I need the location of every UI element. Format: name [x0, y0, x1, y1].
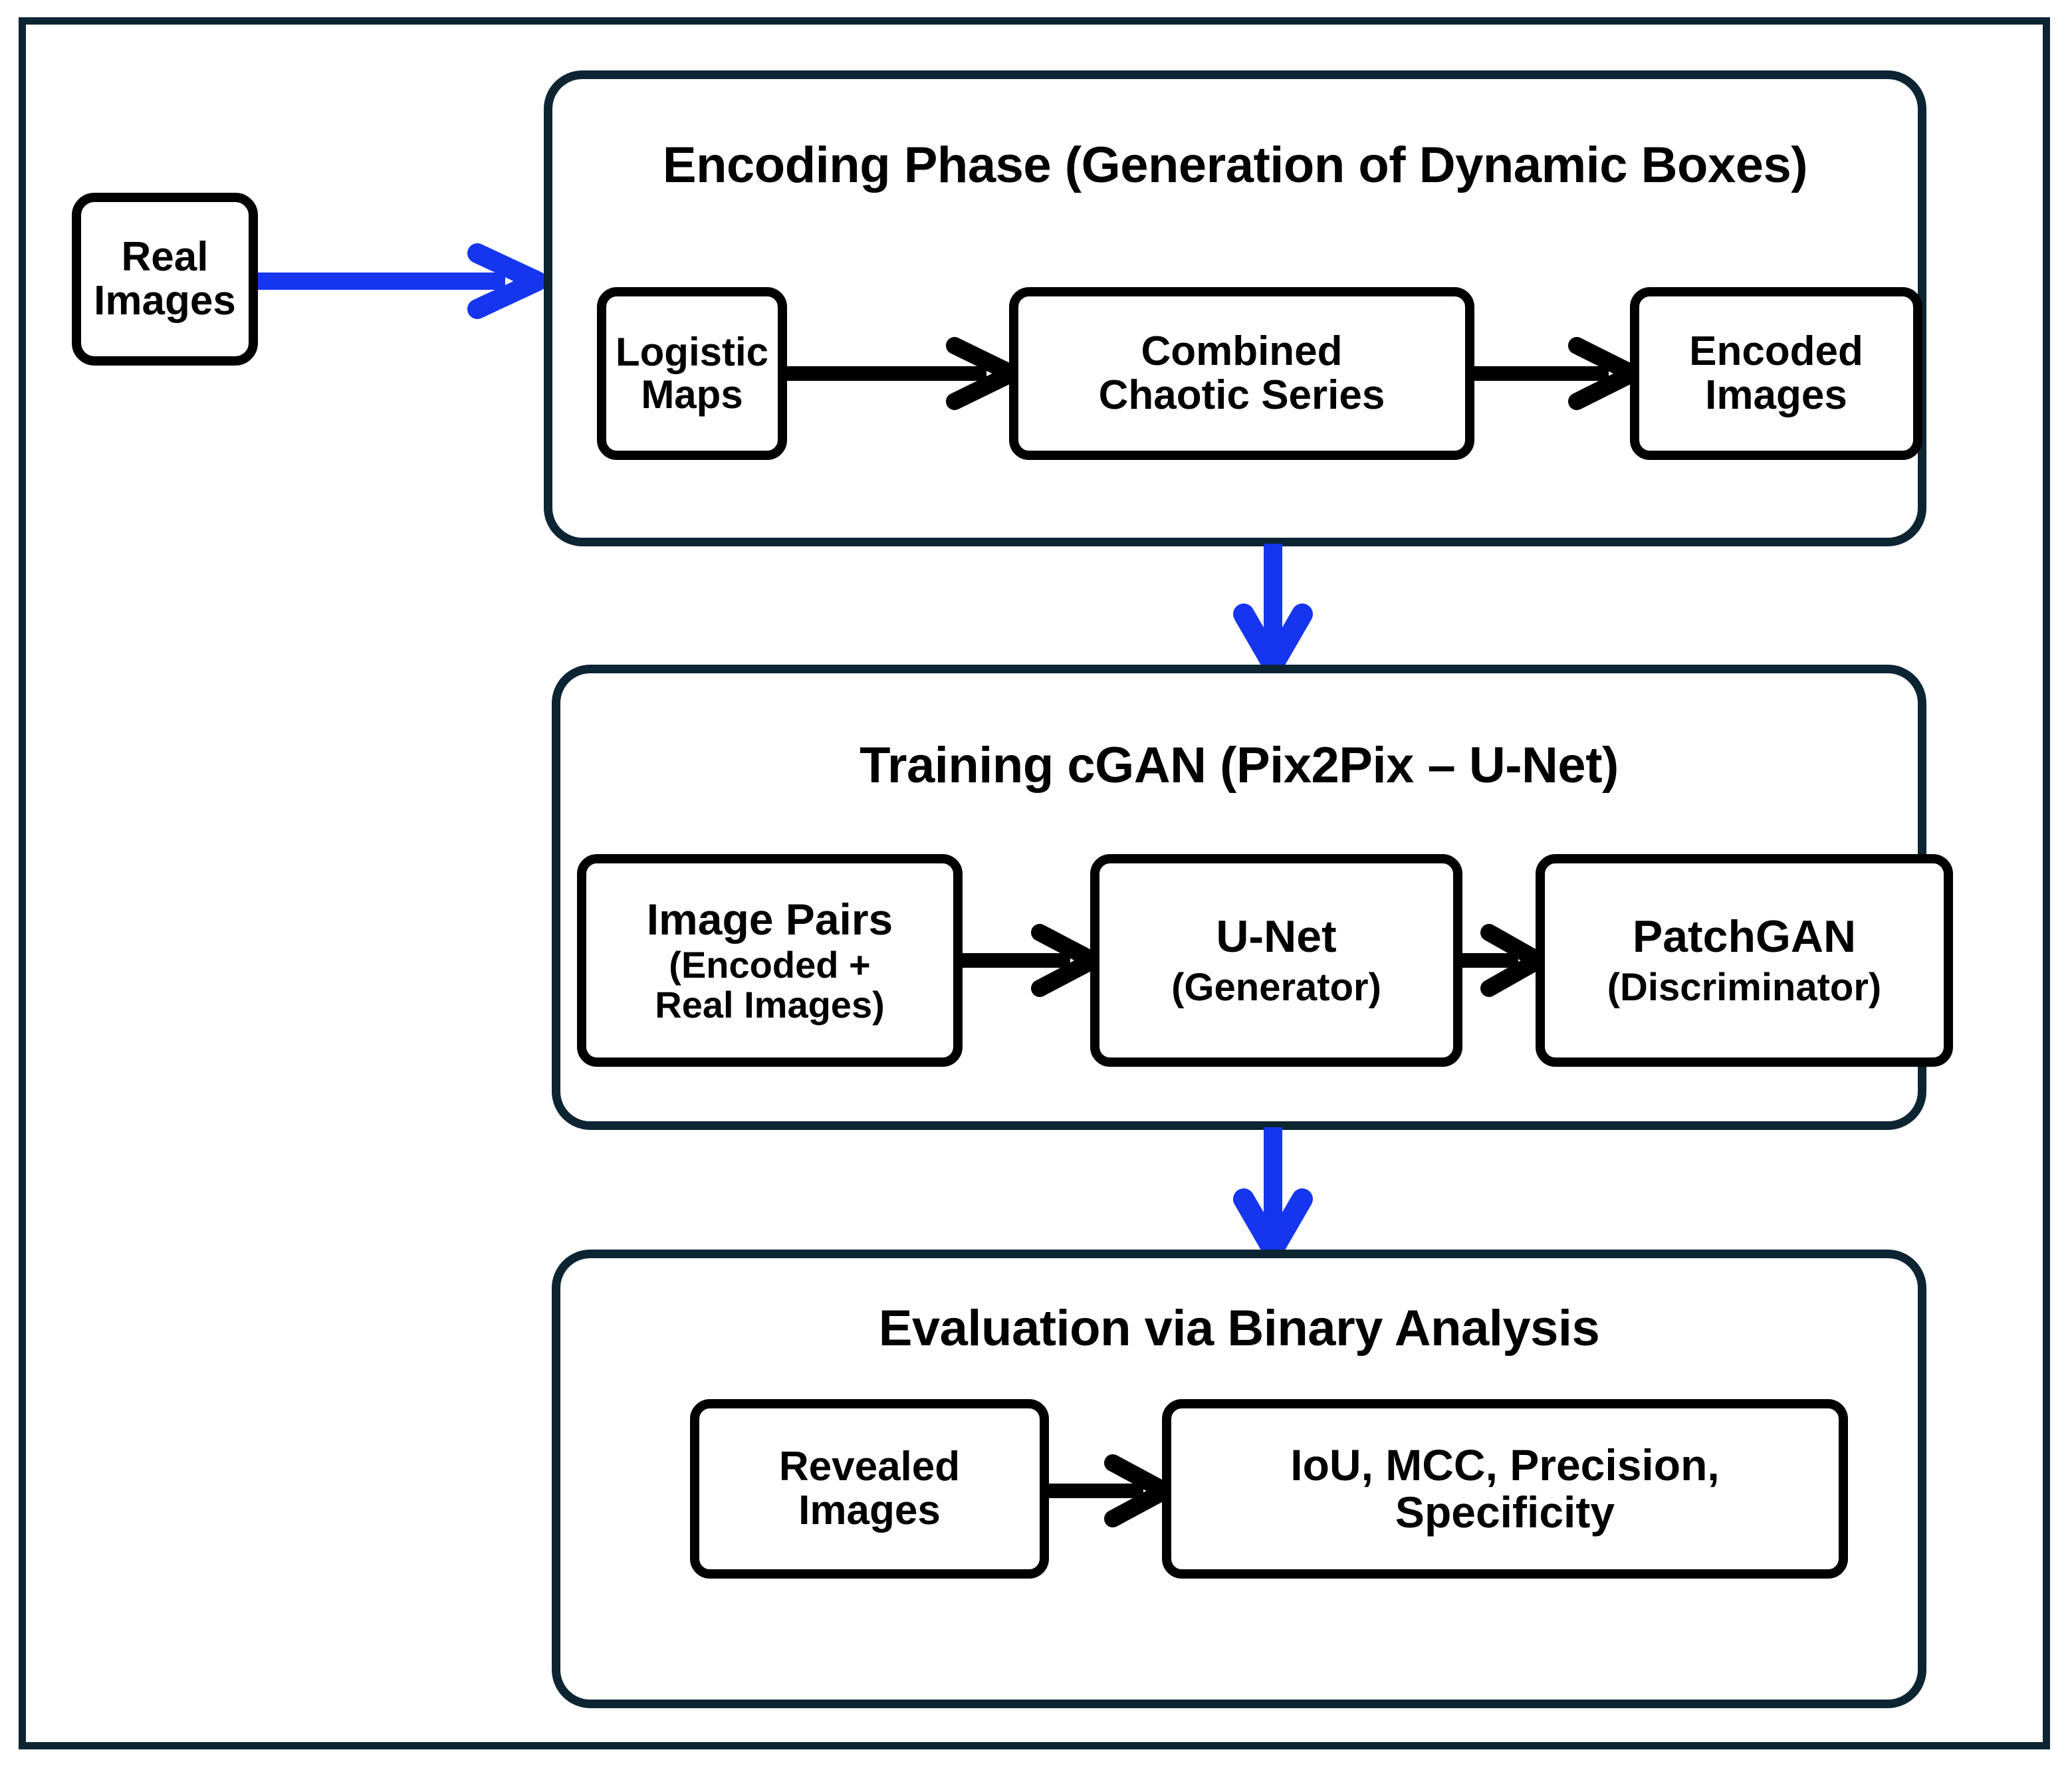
node-revealed-images[interactable]: Revealed Images [690, 1399, 1049, 1579]
node-logistic-maps[interactable]: Logistic Maps [597, 287, 787, 460]
arrow-real-images-to-encoding [258, 243, 547, 319]
node-logistic-maps-line2: Maps [641, 372, 743, 417]
stage-evaluation-title: Evaluation via Binary Analysis [878, 1300, 1600, 1357]
node-unet-generator[interactable]: U-Net (Generator) [1090, 854, 1462, 1067]
node-real-images-line2: Images [94, 278, 236, 324]
node-image-pairs-line1: Image Pairs [646, 894, 893, 944]
node-revealed-images-line2: Images [798, 1488, 941, 1533]
node-encoded-images-line2: Images [1705, 372, 1847, 418]
node-logistic-maps-line1: Logistic [616, 329, 769, 374]
node-patchgan-discriminator[interactable]: PatchGAN (Discriminator) [1536, 854, 1953, 1067]
arrow-training-to-evaluation [1233, 1127, 1313, 1260]
node-evaluation-metrics[interactable]: IoU, MCC, Precision, Specificity [1162, 1399, 1848, 1579]
node-encoded-images[interactable]: Encoded Images [1630, 287, 1922, 460]
arrow-image-pairs-to-unet [963, 924, 1101, 997]
node-encoded-images-line1: Encoded [1689, 328, 1863, 374]
node-real-images[interactable]: Real Images [72, 193, 258, 366]
node-metrics-line1: IoU, MCC, Precision, [1290, 1440, 1720, 1490]
arrow-encoding-to-training [1233, 544, 1313, 675]
node-image-pairs[interactable]: Image Pairs (Encoded + Real Images) [577, 854, 963, 1067]
node-patchgan-line1: PatchGAN [1632, 911, 1857, 962]
node-chaotic-series-line2: Chaotic Series [1098, 372, 1385, 418]
node-image-pairs-line2: (Encoded + [669, 944, 871, 986]
arrow-unet-to-patchgan [1462, 924, 1547, 997]
stage-encoding-title: Encoding Phase (Generation of Dynamic Bo… [662, 137, 1808, 193]
node-combined-chaotic-series[interactable]: Combined Chaotic Series [1009, 287, 1474, 460]
arrow-logistic-maps-to-chaotic-series [787, 337, 1020, 410]
stage-training-title: Training cGAN (Pix2Pix – U-Net) [860, 737, 1619, 794]
node-revealed-images-line1: Revealed [778, 1443, 961, 1490]
node-unet-line1: U-Net [1216, 911, 1337, 962]
node-real-images-line1: Real [121, 233, 209, 280]
node-chaotic-series-line1: Combined [1141, 328, 1343, 374]
arrow-revealed-images-to-metrics [1049, 1454, 1173, 1527]
node-unet-line2: (Generator) [1171, 966, 1381, 1010]
node-image-pairs-line3: Real Images) [655, 984, 885, 1026]
node-patchgan-line2: (Discriminator) [1607, 966, 1882, 1010]
node-metrics-line2: Specificity [1395, 1488, 1615, 1537]
arrow-chaotic-series-to-encoded-images [1474, 337, 1641, 410]
